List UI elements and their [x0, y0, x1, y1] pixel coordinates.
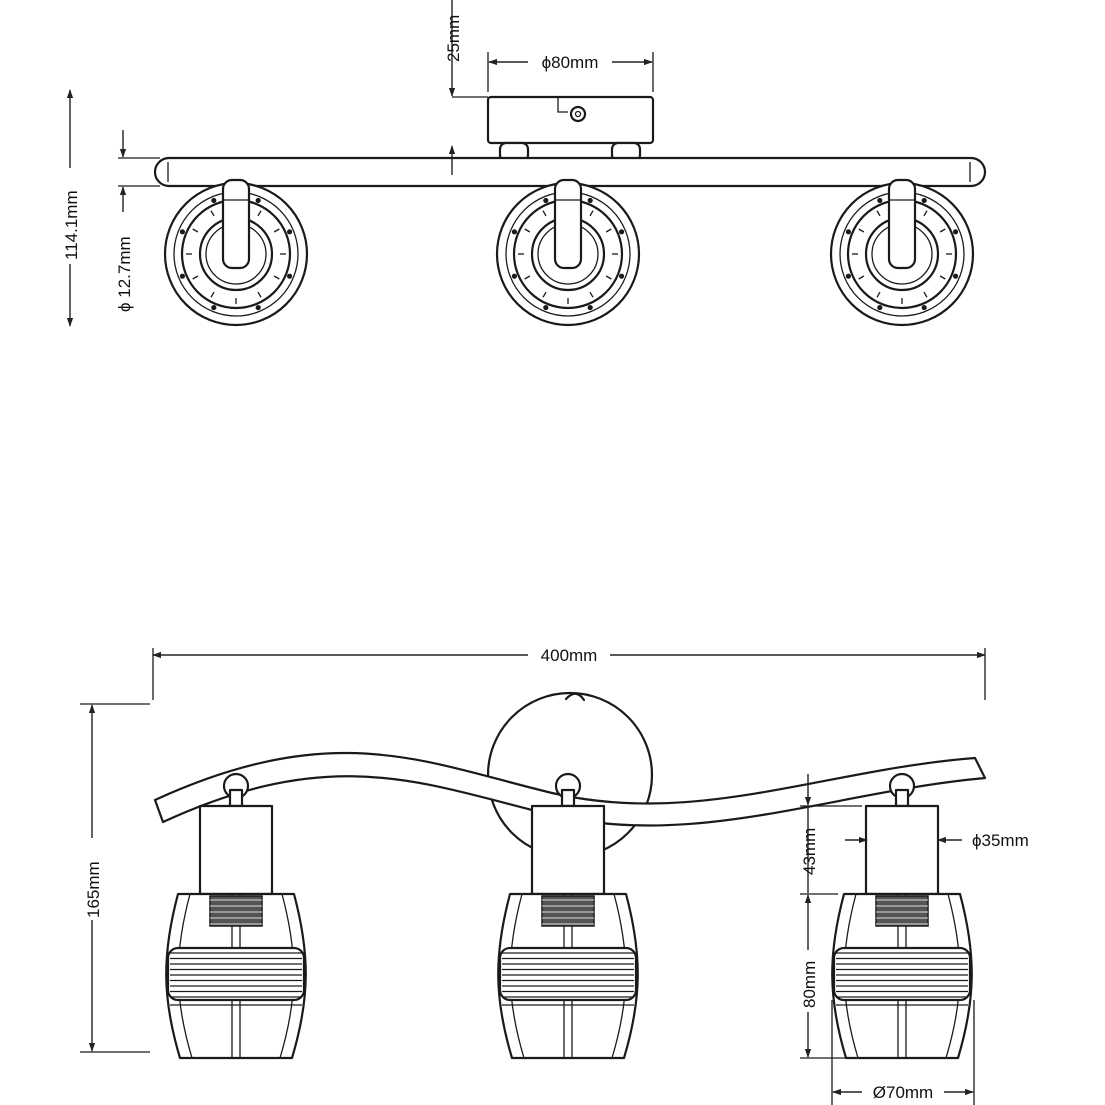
dim-total-height-label: 165mm — [84, 861, 103, 918]
canopy-top — [486, 95, 655, 163]
bolt-dot — [877, 197, 883, 204]
bolt-dot — [286, 273, 293, 279]
spots-front — [165, 772, 973, 1060]
holder-cylinder — [864, 804, 940, 896]
dim-holder-height: 43mm — [800, 774, 862, 895]
rope-band — [166, 946, 306, 1002]
head-neck — [553, 178, 583, 270]
dim-holder-diameter: ϕ35mm — [845, 831, 1029, 850]
dim-canopy-height-label: 25mm — [444, 15, 463, 62]
bolt-dot — [845, 229, 852, 235]
hanger-stem — [560, 788, 576, 808]
dim-cage-height-label: 80mm — [800, 961, 819, 1008]
bolt-dot — [179, 229, 186, 235]
dim-holder-diameter-label: ϕ35mm — [972, 831, 1029, 850]
bolt-dot — [845, 273, 852, 279]
spot-head-top-3 — [829, 178, 975, 327]
bolt-dot — [543, 197, 549, 204]
dim-total-depth-label: 114.1mm — [62, 190, 81, 260]
top-view: 25mm ϕ80mm 114.1mm ϕ 12.7mm — [60, 0, 987, 327]
dim-cage-diameter-label: Ø70mm — [873, 1083, 933, 1102]
head-tick — [923, 291, 928, 298]
head-tick — [192, 228, 199, 233]
dim-holder-height-label: 43mm — [800, 828, 819, 875]
head-tick — [858, 275, 865, 280]
bolt-dot — [587, 304, 593, 311]
bolt-dot — [921, 197, 927, 204]
dim-canopy-height: 25mm — [444, 0, 488, 175]
head-tick — [876, 210, 881, 217]
head-tick — [524, 228, 531, 233]
dim-total-height: 165mm — [80, 703, 150, 1053]
head-tick — [273, 275, 280, 280]
spot-head-top-1 — [163, 178, 309, 327]
spot-front-2 — [497, 772, 639, 1060]
head-neck — [221, 178, 251, 270]
bolt-dot — [952, 273, 959, 279]
head-tick — [210, 291, 215, 298]
hanger-stem — [228, 788, 244, 808]
dim-cage-diameter: Ø70mm — [831, 1000, 975, 1105]
head-tick — [939, 275, 946, 280]
head-tick — [876, 291, 881, 298]
lamp-socket — [209, 895, 263, 927]
bolt-dot — [587, 197, 593, 204]
head-tick — [210, 210, 215, 217]
head-tick — [257, 210, 262, 217]
lamp-socket — [875, 895, 929, 927]
head-tick — [939, 228, 946, 233]
head-tick — [589, 291, 594, 298]
head-tick — [192, 275, 199, 280]
head-tick — [605, 275, 612, 280]
head-tick — [257, 291, 262, 298]
dim-cage-height: 80mm — [798, 894, 845, 1059]
dim-total-width: 400mm — [152, 644, 986, 700]
bolt-dot — [179, 273, 186, 279]
spot-heads-top — [163, 178, 975, 327]
holder-cylinder — [198, 804, 274, 896]
bolt-dot — [543, 304, 549, 311]
front-view: 400mm 165mm 43mm ϕ35mm 80 — [80, 644, 1029, 1105]
bolt-dot — [618, 229, 625, 235]
bolt-dot — [255, 304, 261, 311]
bolt-dot — [877, 304, 883, 311]
bolt-dot — [211, 304, 217, 311]
spot-front-1 — [165, 772, 307, 1060]
head-neck — [887, 178, 917, 270]
head-tick — [542, 291, 547, 298]
curved-arm — [153, 751, 987, 827]
bolt-dot — [255, 197, 261, 204]
dim-bar-diameter-label: ϕ 12.7mm — [115, 236, 134, 312]
bolt-dot — [618, 273, 625, 279]
holder-cylinder — [530, 804, 606, 896]
head-tick — [605, 228, 612, 233]
bolt-dot — [511, 273, 518, 279]
bolt-dot — [952, 229, 959, 235]
hanger-stem — [894, 788, 910, 808]
dim-canopy-diameter-label: ϕ80mm — [542, 53, 599, 72]
dim-total-width-label: 400mm — [541, 646, 598, 665]
dim-canopy-diameter: ϕ80mm — [487, 52, 654, 92]
lamp-socket — [541, 895, 595, 927]
dim-total-depth: 114.1mm — [60, 89, 81, 327]
bolt-dot — [211, 197, 217, 204]
head-tick — [589, 210, 594, 217]
spot-front-3 — [831, 772, 973, 1060]
bolt-dot — [921, 304, 927, 311]
bolt-dot — [511, 229, 518, 235]
head-tick — [524, 275, 531, 280]
head-tick — [858, 228, 865, 233]
head-tick — [273, 228, 280, 233]
spot-head-top-2 — [495, 178, 641, 327]
bolt-dot — [286, 229, 293, 235]
head-tick — [542, 210, 547, 217]
rope-band — [498, 946, 638, 1002]
head-tick — [923, 210, 928, 217]
rope-band — [832, 946, 972, 1002]
dim-bar-diameter: ϕ 12.7mm — [115, 130, 160, 312]
